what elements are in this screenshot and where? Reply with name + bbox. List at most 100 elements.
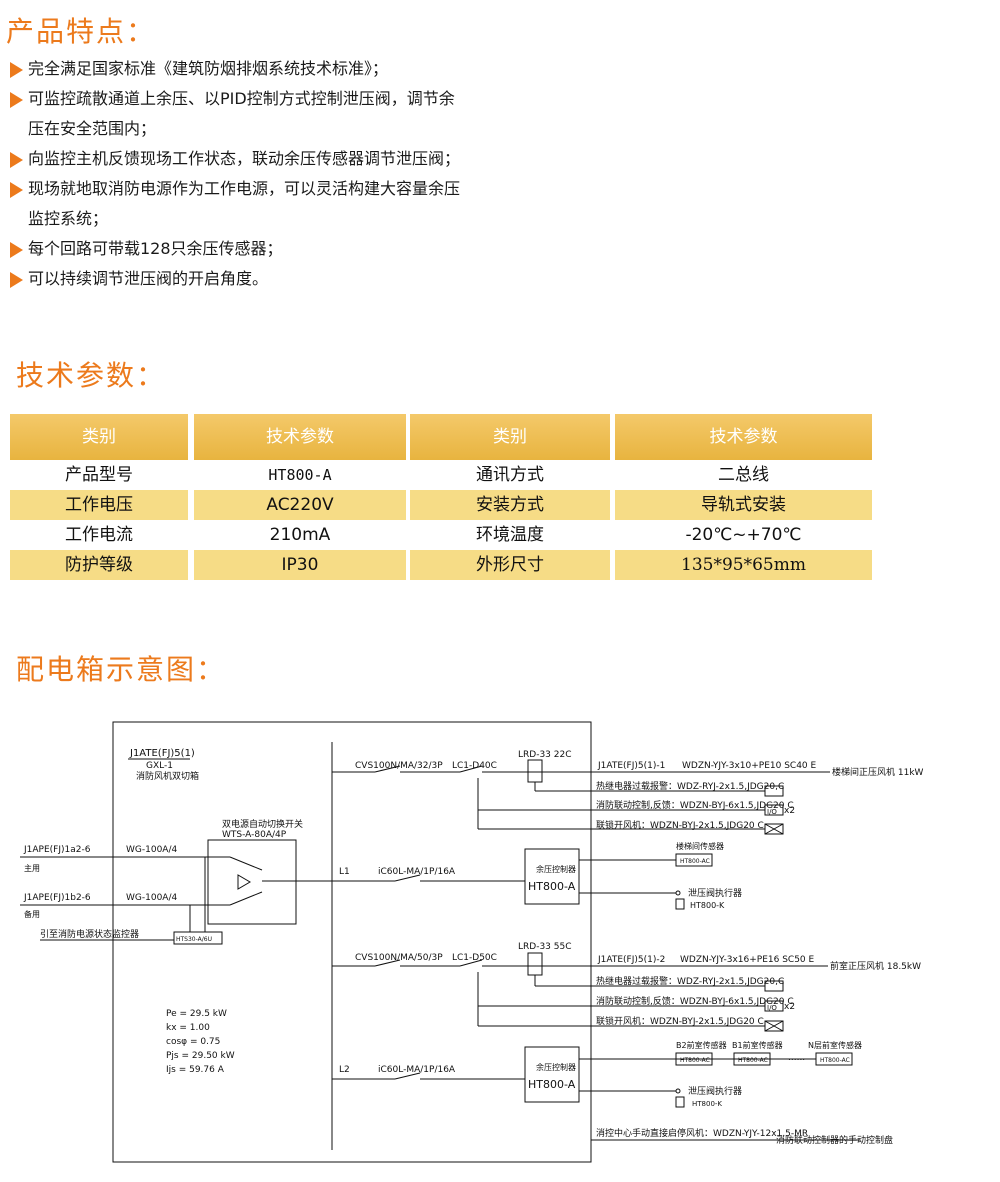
wire-label: 热继电器过载报警：WDZ-RYJ-2x1.5,JDG20,C	[596, 975, 784, 987]
breaker-contact	[374, 765, 401, 773]
incoming-label: J1APE(FJ)1b2-6	[23, 893, 91, 903]
table-cell: 135*95*65mm	[615, 550, 872, 580]
sensor-label: B1前室传感器	[732, 1040, 783, 1050]
sensor-box	[733, 1052, 771, 1066]
switch-label: 双电源自动切换开关	[222, 818, 303, 830]
valve-model: HT800-K	[690, 901, 725, 910]
damper-box	[764, 1020, 784, 1032]
breaker-label: iC60L-MA/1P/16A	[378, 867, 456, 877]
io-box	[764, 804, 784, 816]
cvs-label: CVS100N/MA/50/3P	[355, 953, 443, 963]
contactor-contact	[459, 765, 483, 773]
specs-title: 技术参数：	[16, 359, 167, 392]
thermal-relay-box	[527, 952, 543, 976]
feature-item: 完全满足国家标准《建筑防烟排烟系统技术标准》；	[8, 54, 608, 84]
contactor-label: LC1-D40C	[452, 761, 497, 771]
sensor-ellipsis: ......	[788, 1053, 805, 1063]
thermal-relay-box	[527, 759, 543, 783]
hts-label: HTS30-A/6U	[176, 936, 212, 943]
feeder-id: J1ATE(FJ)5(1)-2	[597, 955, 665, 965]
wire-label: 联锁开风机：WDZN-BYJ-2x1.5,JDG20 C	[596, 1015, 764, 1027]
incoming-sub: 备用	[24, 909, 40, 919]
sensor-model: HT800-AC	[820, 1057, 850, 1064]
incoming-sub: 主用	[24, 863, 40, 873]
box-label: GXL-1	[146, 761, 173, 771]
feature-line: 向监控主机反馈现场工作状态，联动余压传感器调节泄压阀；	[28, 149, 461, 168]
table-cell: 环境温度	[476, 525, 544, 545]
table-cell: HT800-A	[268, 466, 332, 484]
features-title: 产品特点：	[6, 15, 157, 48]
controller-label: 余压控制器	[536, 1062, 576, 1072]
controller-model: HT800-A	[528, 880, 576, 893]
sensor-label: N层前室传感器	[808, 1040, 862, 1050]
controller-model: HT800-A	[528, 1078, 576, 1091]
sensor-box	[675, 853, 713, 867]
valve-label: 泄压阀执行器	[688, 1085, 742, 1097]
switch-contact	[229, 891, 263, 906]
feature-item: 可监控疏散通道上余压、以PID控制方式控制泄压阀，调节余压在安全范围内；	[8, 84, 608, 144]
feeder-id: J1ATE(FJ)5(1)-1	[597, 761, 665, 771]
enclosure-box	[112, 721, 592, 1163]
sensor-model: HT800-AC	[738, 1057, 768, 1064]
table-cell: 工作电流	[65, 525, 133, 545]
table-cell: 防护等级	[10, 550, 188, 580]
table-header-cell: 技术参数	[194, 414, 406, 460]
contactor-label: LC1-D50C	[452, 953, 497, 963]
relay-label: LRD-33 22C	[518, 750, 572, 760]
manual-panel-label: 消防联动控制器的手动控制盘	[776, 1134, 893, 1146]
valve-label: 泄压阀执行器	[688, 887, 742, 899]
cable-spec: WDZN-YJY-3x16+PE16 SC50 E	[680, 955, 815, 965]
sensor-label: 楼梯间传感器	[676, 841, 724, 851]
table-cell: 导轨式安装	[615, 490, 872, 520]
load-label: 前室正压风机 18.5kW	[830, 960, 921, 972]
x2-label: x2	[784, 1002, 795, 1012]
contactor-contact	[459, 959, 483, 967]
damper-cross	[764, 823, 784, 835]
manual-line-label: 消控中心手动直接启停风机：WDZN-YJY-12x1.5-MR	[596, 1127, 808, 1139]
feature-line: 压在安全范围内；	[28, 119, 157, 138]
cable-spec: WDZN-YJY-3x10+PE10 SC40 E	[682, 761, 817, 771]
table-cell: 产品型号	[65, 465, 133, 485]
table-cell: AC220V	[194, 490, 406, 520]
switch-contact	[229, 856, 263, 871]
table-cell: 通讯方式	[476, 465, 544, 485]
sensor-label: B2前室传感器	[676, 1040, 727, 1050]
valve-icon	[675, 898, 685, 910]
table-cell: 二总线	[718, 465, 769, 485]
feature-item: 每个回路可带载128只余压传感器；	[8, 234, 608, 264]
io-label: I/O	[767, 808, 777, 816]
table-cell: 210mA	[269, 525, 331, 545]
controller-label: 余压控制器	[536, 864, 576, 874]
valve-terminal-icon	[675, 890, 681, 896]
alarm-box	[764, 785, 784, 797]
sensor-box	[675, 1052, 713, 1066]
feature-item: 可以持续调节泄压阀的开启角度。	[8, 264, 608, 294]
breaker-label: WG-100A/4	[126, 845, 177, 855]
param-line: cosφ = 0.75	[166, 1037, 220, 1047]
ats-switch-box	[207, 839, 297, 925]
monitor-label: 引至消防电源状态监控器	[40, 928, 139, 940]
bullet-triangle-icon	[10, 152, 23, 168]
breaker-contact	[374, 959, 401, 967]
feature-line: 可监控疏散通道上余压、以PID控制方式控制泄压阀，调节余	[28, 89, 455, 108]
breaker-label: iC60L-MA/1P/16A	[378, 1065, 456, 1075]
controller-box	[524, 1046, 580, 1103]
valve-model: HT800-K	[692, 1100, 722, 1108]
sensor-box	[815, 1052, 853, 1066]
wire-label: 消防联动控制,反馈：WDZN-BYJ-6x1.5,JDG20 C	[596, 995, 794, 1007]
table-header-cell: 技术参数	[615, 414, 872, 460]
bullet-triangle-icon	[10, 92, 23, 108]
table-header-cell: 类别	[10, 414, 188, 460]
breaker-contact	[394, 1072, 421, 1080]
breaker-label: WG-100A/4	[126, 893, 177, 903]
param-line: Pjs = 29.50 kW	[166, 1051, 235, 1061]
distribution-box-diagram: J1ATE(FJ)5(1) GXL-1 消防风机双切箱 双电源自动切换开关 WT…	[20, 721, 924, 1163]
box-label: 消防风机双切箱	[136, 770, 199, 782]
table-cell: 安装方式	[410, 490, 610, 520]
param-line: Pe = 29.5 kW	[166, 1009, 227, 1019]
alarm-box	[764, 980, 784, 992]
controller-box	[524, 848, 580, 905]
sensor-model: HT800-AC	[680, 1057, 710, 1064]
feature-item: 现场就地取消防电源作为工作电源，可以灵活构建大容量余压监控系统；	[8, 174, 608, 234]
bullet-triangle-icon	[10, 62, 23, 78]
